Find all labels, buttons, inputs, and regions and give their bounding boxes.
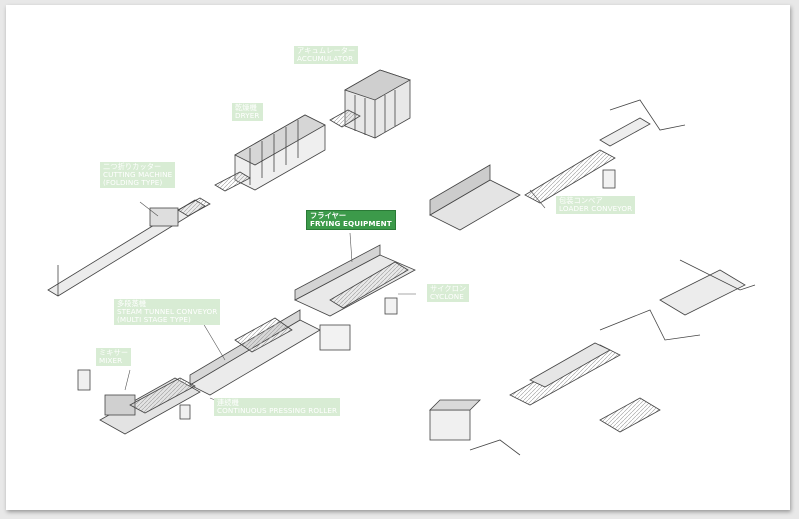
mixer-area [77,369,201,435]
packaging-area [429,259,756,456]
label-steam-tunnel: 多段蒸機 STEAM TUNNEL CONVEYOR (MULTI STAGE … [114,299,221,325]
label-cyclone-jp: サイクロン [430,284,467,293]
label-cutting-en: CUTTING MACHINE [103,170,173,179]
label-frying-en: FRYING EQUIPMENT [310,219,392,228]
label-loader-jp: 包装コンベア [559,196,603,205]
label-loader-en: LOADER CONVEYOR [559,204,633,213]
accumulator-machine [329,69,411,139]
label-dryer-jp: 乾燥機 [235,103,257,112]
label-steam-en: STEAM TUNNEL CONVEYOR [117,307,218,316]
label-cutting-sub: (FOLDING TYPE) [103,178,163,187]
label-pressing-jp: 連続機 [217,398,239,407]
cutting-conveyor [47,197,211,297]
dryer-machine [214,114,326,192]
loader-conveyor [429,99,686,231]
label-cyclone: サイクロン CYCLONE [427,284,470,302]
label-mixer-jp: ミキサー [99,348,129,357]
label-pressing-roller: 連続機 CONTINUOUS PRESSING ROLLER [214,398,341,416]
label-steam-jp: 多段蒸機 [117,299,147,308]
label-cutting-machine: 二つ折りカッター CUTTING MACHINE (FOLDING TYPE) [100,162,176,188]
label-pressing-en: CONTINUOUS PRESSING ROLLER [217,406,338,415]
label-frying-jp: フライヤー [310,211,347,220]
label-accumulator: アキュムレーター ACCUMULATOR [294,46,359,64]
label-mixer-en: MIXER [99,356,123,365]
label-accumulator-en: ACCUMULATOR [297,54,354,63]
label-accumulator-jp: アキュムレーター [297,46,356,55]
label-dryer: 乾燥機 DRYER [232,103,263,121]
frying-machine [294,244,416,351]
label-cyclone-en: CYCLONE [430,292,464,301]
label-mixer: ミキサー MIXER [96,348,132,366]
label-cutting-jp: 二つ折りカッター [103,162,162,171]
label-dryer-en: DRYER [235,111,260,120]
label-loader-conveyor: 包装コンベア LOADER CONVEYOR [556,196,636,214]
label-steam-sub: (MULTI STAGE TYPE) [117,315,191,324]
label-frying-equipment[interactable]: フライヤー FRYING EQUIPMENT [306,210,396,230]
